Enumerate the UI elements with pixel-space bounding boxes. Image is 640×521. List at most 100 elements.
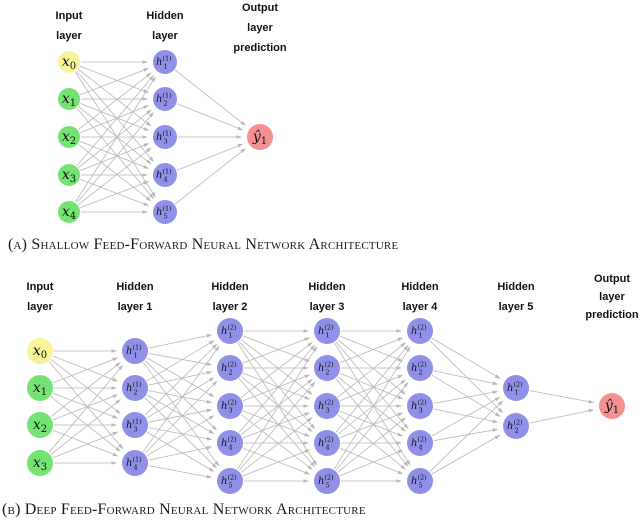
connection-edge (431, 374, 501, 417)
connection-edge (52, 392, 119, 419)
node-x4-figA (58, 201, 80, 223)
node-label: h(2)3 (221, 399, 237, 415)
node-label: h(1)1 (156, 55, 172, 71)
connection-edge (146, 340, 215, 382)
connection-edge (339, 449, 404, 477)
connection-edge (337, 342, 406, 398)
connection-edge (335, 341, 409, 430)
node-label: ŷ1 (604, 397, 619, 416)
connection-edge (529, 390, 595, 404)
connection-edge (76, 111, 154, 204)
connection-edge (75, 71, 156, 198)
connection-edge (337, 417, 406, 473)
layer-header: layer (56, 30, 82, 42)
node-label: h(2)4 (411, 436, 427, 452)
connection-edge (144, 343, 218, 416)
node-h3-2-figB (407, 393, 433, 419)
connection-edge (529, 409, 595, 424)
layer-header: Hidden (497, 281, 535, 293)
node-x1-figA (58, 88, 80, 110)
connection-edge (431, 337, 501, 379)
node-label: h(1)4 (156, 168, 172, 184)
node-x2-figB (27, 412, 53, 438)
connection-edge (429, 400, 504, 472)
node-x0-figB (27, 338, 53, 364)
node-label: h(2)3 (411, 399, 427, 415)
connection-edge (174, 69, 246, 126)
connection-edge (80, 178, 150, 206)
layer-header: prediction (585, 309, 638, 321)
layer-header: Hidden (116, 281, 154, 293)
node-label: x2 (62, 129, 76, 147)
node-h5-2-figB (314, 468, 340, 494)
connection-edge (80, 103, 150, 131)
node-label: x2 (33, 417, 47, 435)
node-label: h(1)3 (156, 130, 172, 146)
connection-edge (80, 141, 150, 169)
connection-edge (146, 415, 215, 457)
node-label: h(2)2 (221, 361, 237, 377)
node-h5-2-figB (407, 468, 433, 494)
connection-edge (78, 69, 152, 127)
layer-header: layer (599, 291, 625, 303)
connection-edge (429, 340, 504, 414)
connection-edge (337, 376, 406, 432)
connection-edge (52, 394, 119, 421)
connection-edge (80, 143, 150, 171)
connection-edge (433, 390, 499, 404)
shallow-network-diagram: Inputlayerx0x1x2x3x4Hiddenlayerh(1)1h(1)… (56, 2, 287, 224)
connection-edge (80, 105, 150, 133)
connection-edge (78, 106, 152, 165)
node-h2-2-figB (503, 413, 529, 439)
node-h3-2-figB (314, 393, 340, 419)
layer-header: Hidden (146, 10, 184, 22)
connection-edge (176, 143, 244, 171)
connection-edge (238, 381, 316, 471)
edge-lines (75, 60, 246, 214)
connection-edge (335, 381, 409, 471)
connection-edge (144, 360, 218, 431)
connection-edge (78, 72, 152, 130)
connection-edge (52, 431, 119, 459)
connection-edge (335, 344, 409, 433)
connection-edge (242, 337, 311, 364)
node-label: x3 (62, 167, 76, 185)
connection-edge (242, 447, 311, 475)
connection-edge (50, 359, 121, 414)
node-label: h(1)2 (126, 381, 142, 397)
connection-edge (339, 337, 404, 364)
node-label: h(2)1 (221, 324, 237, 340)
connection-edge (431, 434, 501, 475)
connection-edge (146, 394, 215, 434)
node-label: h(2)5 (221, 474, 237, 490)
connection-edge (52, 429, 119, 457)
connection-edge (242, 449, 311, 477)
connection-edge (337, 339, 406, 395)
node-h4-1-figA (153, 163, 177, 187)
connection-edge (339, 372, 404, 400)
connection-edge (334, 346, 411, 470)
node-x1-figB (27, 375, 53, 401)
layer-header: Input (27, 281, 54, 293)
node-h2-1-figA (153, 87, 177, 111)
connection-edge (237, 342, 318, 466)
layer-header: Output (594, 273, 630, 285)
connection-edge (339, 335, 404, 362)
node-label: h(2)4 (221, 436, 237, 452)
connection-edge (76, 74, 154, 167)
connection-edge (75, 76, 156, 203)
connection-edge (339, 412, 404, 439)
node-h4-2-figB (314, 430, 340, 456)
connection-edge (240, 342, 313, 398)
node-h3-2-figB (217, 393, 243, 419)
connection-edge (431, 396, 501, 437)
node-h4-2-figB (407, 430, 433, 456)
connection-edge (48, 361, 124, 450)
connection-edge (148, 390, 213, 404)
connection-edge (148, 353, 213, 366)
connection-edge (50, 396, 121, 452)
connection-edge (237, 346, 318, 470)
